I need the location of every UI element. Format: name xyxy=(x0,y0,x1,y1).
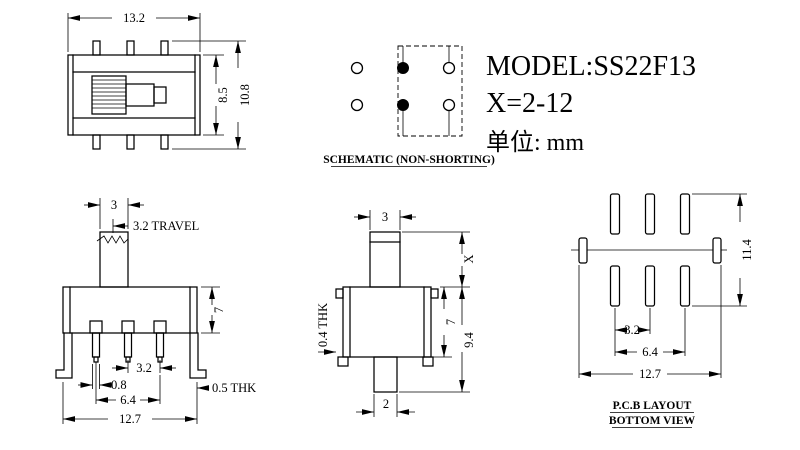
pcb-dimensions xyxy=(578,193,747,378)
terminal-common-2 xyxy=(397,99,409,111)
side-view-right-foot xyxy=(422,356,434,367)
top-view-pins xyxy=(92,40,169,150)
dim-pcb-height: 11.4 xyxy=(740,239,754,261)
front-view-dimensions xyxy=(62,198,220,424)
pcb-label-block: P.C.B LAYOUT BOTTOM VIEW xyxy=(609,400,696,428)
schematic-contact-lines xyxy=(402,46,450,136)
front-view-right-bracket xyxy=(189,332,207,379)
schematic-dashed-box xyxy=(397,45,463,137)
side-view-dimensions xyxy=(318,210,470,417)
dim-pcb-span: 6.4 xyxy=(642,345,658,359)
dim-pcb-width: 12.7 xyxy=(639,367,661,381)
dim-side-terminal-thickness: 0.4 THK xyxy=(316,303,330,347)
side-view-geometry xyxy=(335,231,439,393)
knurl-hatch-lines xyxy=(92,79,126,109)
pcb-layout-geometry xyxy=(571,193,727,307)
pcb-label-line2: BOTTOM VIEW xyxy=(609,415,696,427)
side-view-left-foot xyxy=(337,356,349,367)
dim-side-actuator-height: X xyxy=(462,254,476,263)
dim-front-pin-span: 6.4 xyxy=(120,393,136,407)
schematic-diagram: SCHEMATIC (NON-SHORTING) xyxy=(323,45,495,167)
pcb-side-pad-left xyxy=(578,237,588,264)
dim-front-bracket-thickness: 0.5 THK xyxy=(212,381,256,395)
front-view-geometry xyxy=(55,231,207,379)
knob-break-line xyxy=(96,235,129,244)
schematic-label: SCHEMATIC (NON-SHORTING) xyxy=(323,154,495,166)
terminal-open-4 xyxy=(442,98,456,112)
pcb-pads xyxy=(578,193,722,307)
top-view-dimensions xyxy=(67,13,246,150)
top-view-geometry xyxy=(67,40,201,150)
model-number-text: MODEL:SS22F13 xyxy=(486,51,696,82)
dim-front-knob-width: 3 xyxy=(111,198,117,212)
dim-front-body-height: 7 xyxy=(212,307,226,313)
pcb-side-pad-right xyxy=(712,237,722,264)
dim-side-body-height: 7 xyxy=(444,319,458,325)
dim-front-travel: 3.2 TRAVEL xyxy=(133,219,199,233)
terminal-open-3 xyxy=(442,61,456,75)
front-view-pins xyxy=(91,332,165,363)
pcb-label-line1: P.C.B LAYOUT xyxy=(613,400,692,412)
dim-side-total-height: 9.4 xyxy=(462,331,476,347)
x-range-text: X=2-12 xyxy=(486,88,573,119)
dim-front-pin-width: 0.8 xyxy=(111,378,127,392)
front-view-left-bracket xyxy=(55,332,73,379)
terminal-open-1 xyxy=(350,61,364,75)
dim-top-view-total-height: 10.8 xyxy=(238,84,252,106)
units-text: 单位: mm xyxy=(486,129,584,156)
dim-top-view-width: 13.2 xyxy=(123,11,145,25)
terminal-common-1 xyxy=(397,62,409,74)
side-view-bottom-tab xyxy=(373,356,398,393)
dim-pcb-pitch: 3.2 xyxy=(624,323,640,337)
dim-top-view-inner-height: 8.5 xyxy=(216,87,230,103)
terminal-open-2 xyxy=(350,98,364,112)
dim-side-tab-width: 2 xyxy=(383,397,389,411)
dim-side-knob-width: 3 xyxy=(382,210,388,224)
dim-front-pin-pitch: 3.2 xyxy=(136,361,152,375)
title-block: MODEL:SS22F13 X=2-12 单位: mm xyxy=(486,51,696,156)
top-view-stem-cap xyxy=(153,86,167,104)
dim-front-body-width: 12.7 xyxy=(119,412,141,426)
